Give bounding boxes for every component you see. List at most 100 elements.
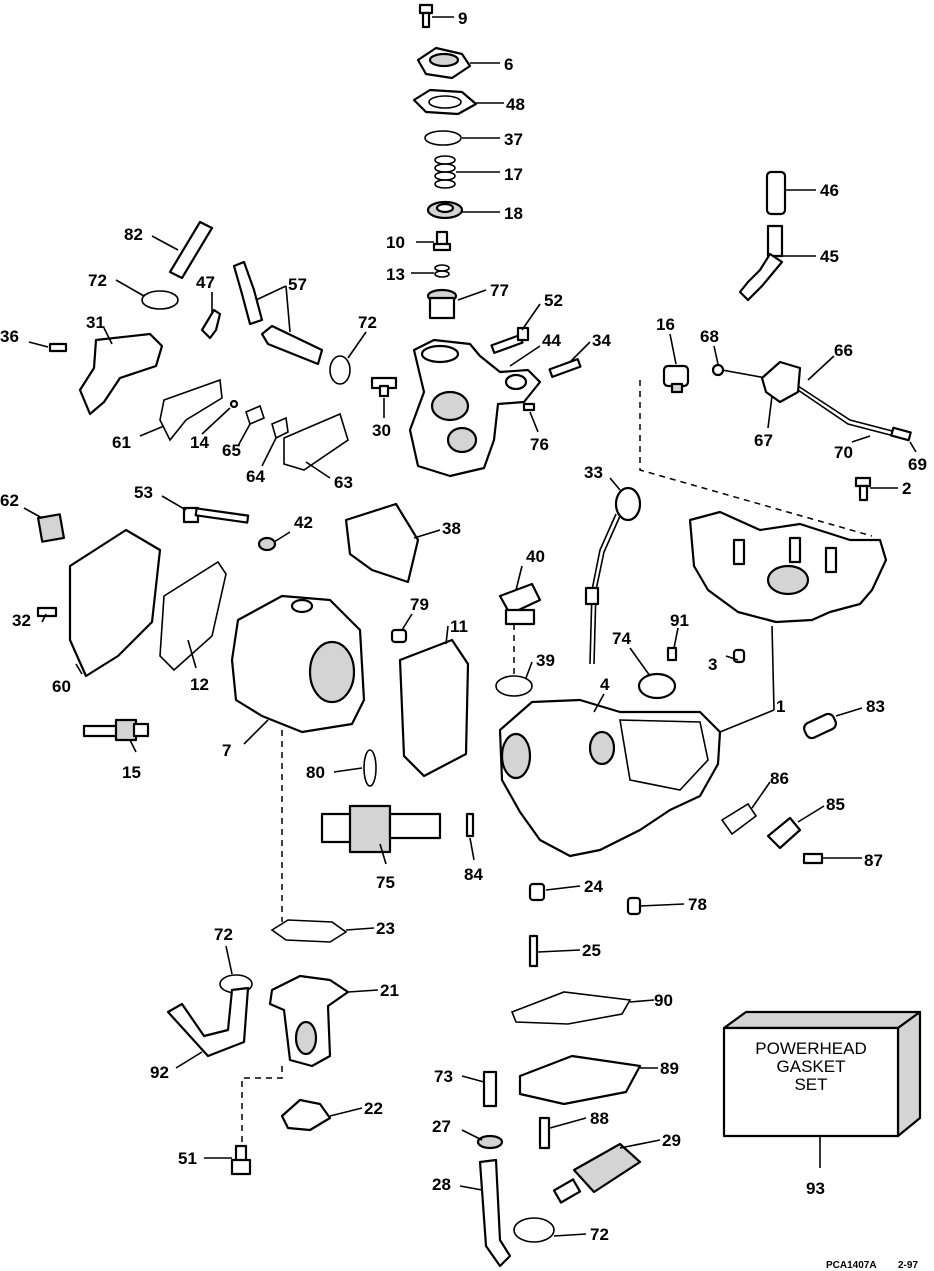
callout-64: 64 [246, 467, 265, 486]
part-60-cover [68, 528, 162, 678]
part-15-spark-plug [82, 718, 150, 742]
callout-3: 3 [708, 655, 717, 674]
part-80-o-ring [363, 749, 377, 787]
callout-82: 82 [124, 225, 143, 244]
reference-code: PCA1407A [826, 1260, 877, 1271]
callout-39: 39 [536, 651, 555, 670]
callout-24: 24 [584, 877, 603, 896]
part-16-sensor [662, 364, 690, 394]
part-62-screen [36, 513, 66, 543]
callout-42: 42 [294, 513, 313, 532]
callout-79: 79 [410, 595, 429, 614]
callout-15: 15 [122, 763, 141, 782]
callout-66: 66 [834, 341, 853, 360]
callout-44: 44 [542, 331, 561, 350]
callout-13: 13 [386, 265, 405, 284]
callout-76: 76 [530, 435, 549, 454]
part-53-bolt [182, 506, 250, 524]
callout-69: 69 [908, 455, 927, 474]
callout-45: 45 [820, 247, 839, 266]
callout-6: 6 [504, 55, 513, 74]
part-12-gasket [159, 560, 227, 672]
part-36-bolt [48, 342, 68, 353]
callout-4: 4 [600, 675, 610, 694]
part-89-cover [518, 1054, 642, 1106]
callout-75: 75 [376, 873, 395, 892]
callout-62: 62 [0, 491, 19, 510]
callout-30: 30 [372, 421, 391, 440]
part-9-bolt [418, 3, 434, 29]
callout-18: 18 [504, 204, 523, 223]
part-40-cap [498, 582, 542, 626]
part-91-pin [666, 646, 678, 662]
part-10-valve [432, 230, 452, 252]
part-24-pin [528, 882, 546, 902]
part-25-bolt [528, 934, 539, 968]
part-87-screw [802, 852, 824, 865]
part-23-gasket [270, 919, 348, 943]
part-37-o-ring [424, 130, 462, 146]
part-21-pump [268, 974, 350, 1068]
part-78-pin [626, 896, 642, 916]
part-90-gasket [510, 991, 632, 1025]
callout-63: 63 [334, 473, 353, 492]
gasket-box-line-2: GASKET [777, 1057, 846, 1076]
part-88-bolt [538, 1116, 551, 1150]
callout-72-d: 72 [590, 1225, 609, 1244]
part-29-filter [552, 1142, 642, 1204]
part-32-bolt [36, 606, 58, 618]
callout-10: 10 [386, 233, 405, 252]
part-44-thermostat-housing [408, 338, 542, 478]
part-47-bracket [200, 308, 222, 340]
part-33-dipstick [584, 486, 642, 665]
part-72-clamp-d [513, 1217, 555, 1243]
part-13-spring [434, 264, 450, 278]
part-72-clamp-b [329, 355, 351, 385]
alignment-lines [241, 380, 873, 1146]
part-75-water-tube [320, 804, 442, 854]
powerhead-gasket-set-box [722, 1010, 922, 1138]
gasket-box-line-1: POWERHEAD [755, 1039, 866, 1058]
part-52-bolt [490, 326, 530, 354]
part-1-cylinder-head [688, 510, 888, 624]
callout-21: 21 [380, 981, 399, 1000]
callout-80: 80 [306, 763, 325, 782]
callout-53: 53 [134, 483, 153, 502]
part-73-pin [482, 1070, 498, 1108]
part-84-pin [465, 812, 475, 838]
callout-51: 51 [178, 1149, 197, 1168]
part-61-gasket [159, 378, 223, 442]
callout-38: 38 [442, 519, 461, 538]
part-27-clamp [476, 1134, 504, 1150]
callout-88: 88 [590, 1109, 609, 1128]
callout-57: 57 [288, 275, 307, 294]
callout-17: 17 [504, 165, 523, 184]
part-46-hose [765, 170, 787, 216]
leader-lines [23, 16, 917, 1237]
part-30-fitting [370, 376, 398, 398]
callout-46: 46 [820, 181, 839, 200]
part-82-hose [168, 220, 214, 280]
callout-72-b: 72 [358, 313, 377, 332]
callout-27: 27 [432, 1117, 451, 1136]
part-48-gasket [412, 88, 478, 116]
part-18-seal [426, 200, 464, 220]
reference-date: 2-97 [898, 1260, 918, 1271]
part-6-cover [416, 46, 472, 80]
gasket-box-line-3: SET [794, 1075, 827, 1094]
callout-93: 93 [806, 1179, 825, 1198]
callout-72-c: 72 [214, 925, 233, 944]
callout-61: 61 [112, 433, 131, 452]
part-14-screw [229, 399, 239, 409]
callout-52: 52 [544, 291, 563, 310]
callout-7: 7 [222, 741, 231, 760]
callout-23: 23 [376, 919, 395, 938]
callout-74: 74 [612, 629, 631, 648]
callout-83: 83 [866, 697, 885, 716]
callout-34: 34 [592, 331, 611, 350]
callout-84: 84 [464, 865, 483, 884]
part-17-spring [434, 155, 456, 189]
callout-67: 67 [754, 431, 773, 450]
callout-86: 86 [770, 769, 789, 788]
